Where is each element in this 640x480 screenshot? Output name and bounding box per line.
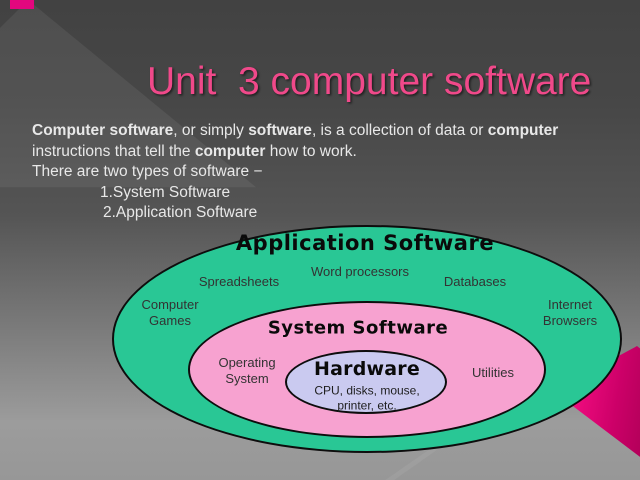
- hardware-title: Hardware: [314, 358, 420, 380]
- label-internet-browsers: Internet Browsers: [542, 297, 598, 328]
- label-spreadsheets: Spreadsheets: [198, 274, 280, 289]
- body-line-4: 1.System Software: [100, 183, 231, 201]
- hardware-ellipse: [285, 350, 447, 414]
- label-operating-system: Operating System: [218, 355, 276, 386]
- label-computer-games: Computer Games: [141, 297, 199, 328]
- slide-title: Unit 3 computer software: [147, 60, 592, 103]
- top-left-accent-bar: [10, 0, 34, 9]
- body-text-block: Computer software, or simply software, i…: [32, 121, 612, 224]
- body-line-1: Computer software, or simply software, i…: [32, 122, 559, 139]
- application-software-title: Application Software: [235, 231, 495, 255]
- body-line-2: instructions that tell the computer how …: [32, 142, 357, 160]
- label-databases: Databases: [443, 274, 507, 289]
- label-word-processors: Word processors: [310, 264, 410, 279]
- system-software-title: System Software: [267, 317, 449, 339]
- body-line-5: 2.Application Software: [103, 204, 258, 222]
- hardware-subtext: CPU, disks, mouse, printer, etc.: [314, 383, 420, 413]
- body-line-3: There are two types of software −: [32, 163, 263, 181]
- label-utilities: Utilities: [472, 365, 514, 380]
